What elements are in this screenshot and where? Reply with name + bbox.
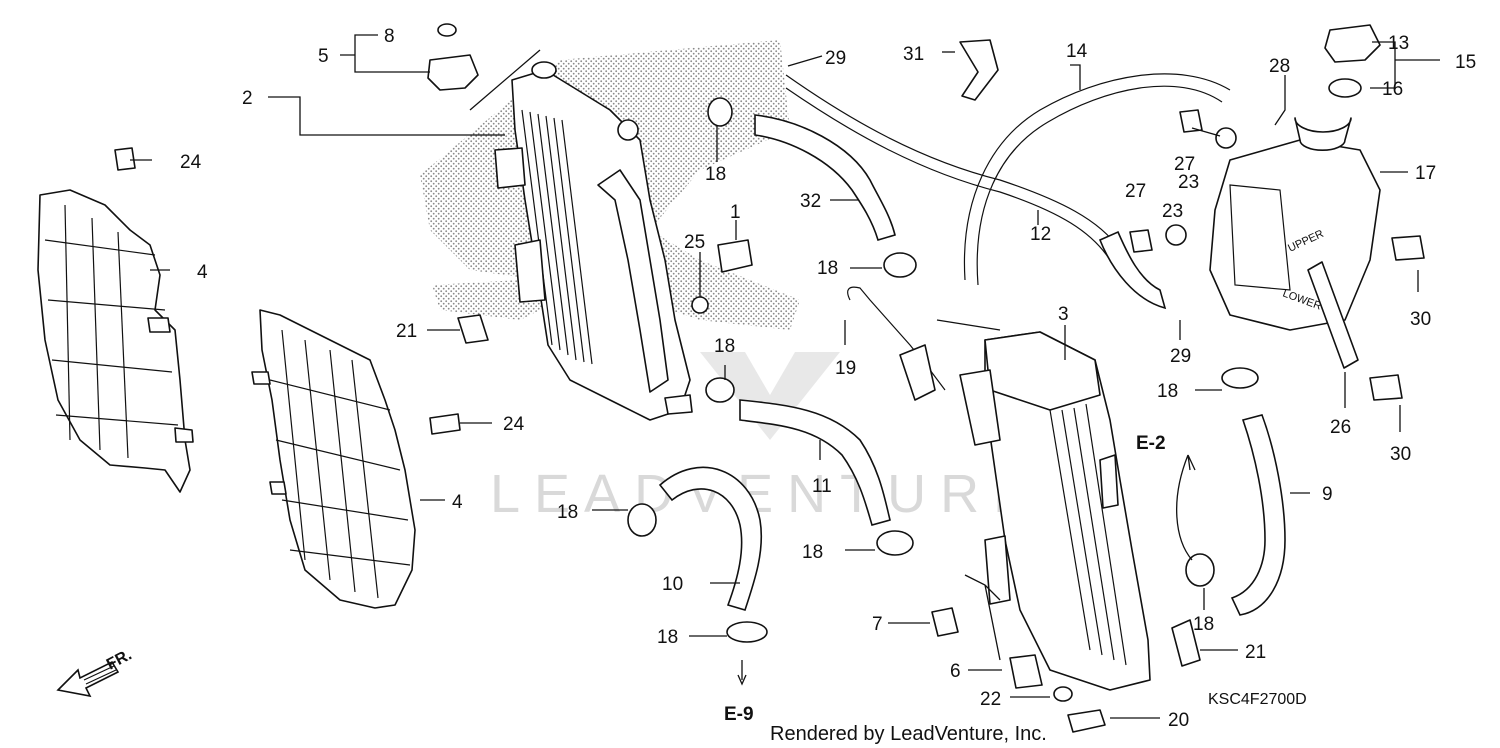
part-label-13: 13 <box>1388 33 1409 54</box>
part-label-23-upper: 23 <box>1178 172 1199 193</box>
radiator-left[interactable] <box>494 61 693 421</box>
radiator-shroud-right[interactable] <box>251 309 416 609</box>
grommet-23-lower[interactable] <box>1165 224 1187 246</box>
grommet-23-upper[interactable] <box>1215 127 1237 149</box>
nut-27-upper[interactable] <box>1179 109 1203 133</box>
credit-text: Rendered by LeadVenture, Inc. <box>770 723 1047 745</box>
diagram-code: KSC4F2700D <box>1208 691 1307 708</box>
part-label-26: 26 <box>1330 417 1351 438</box>
hose-12[interactable] <box>1098 230 1167 310</box>
bolt-20[interactable] <box>1067 709 1106 733</box>
part-label-9: 9 <box>1322 484 1333 505</box>
part-label-18: 18 <box>657 627 678 648</box>
part-label-20: 20 <box>1168 710 1189 731</box>
part-label-18: 18 <box>714 336 735 357</box>
bracket-26[interactable] <box>1307 261 1359 369</box>
part-label-21-left: 21 <box>396 321 417 342</box>
part-label-4-upper: 4 <box>197 262 208 283</box>
part-label-17: 17 <box>1415 163 1436 184</box>
hose-11[interactable] <box>739 399 891 526</box>
part-label-8: 8 <box>384 26 395 47</box>
part-label-18: 18 <box>1193 614 1214 635</box>
part-label-12: 12 <box>1030 224 1051 245</box>
part-label-30-lower: 30 <box>1390 444 1411 465</box>
hose-clamp[interactable] <box>707 97 733 127</box>
radiator-shroud-left[interactable] <box>37 189 194 493</box>
part-label-11: 11 <box>812 476 832 497</box>
hose-clamp[interactable] <box>883 252 917 278</box>
reserve-tank[interactable]: UPPER LOWER <box>1209 117 1381 331</box>
hose-clamp[interactable] <box>1221 367 1259 389</box>
part-label-18: 18 <box>705 164 726 185</box>
part-label-16: 16 <box>1382 79 1403 100</box>
clip-21-right[interactable] <box>1171 619 1201 667</box>
part-label-24-lower: 24 <box>503 414 525 435</box>
part-label-5: 5 <box>318 46 329 67</box>
hose-clamp[interactable] <box>627 503 657 537</box>
part-label-3: 3 <box>1058 304 1069 325</box>
grommet-24-lower[interactable] <box>429 413 461 435</box>
part-label-18: 18 <box>557 502 578 523</box>
collar-6[interactable] <box>1009 654 1043 689</box>
hose-32[interactable] <box>754 114 896 241</box>
hose-clamp[interactable] <box>1185 553 1215 587</box>
part-label-1: 1 <box>730 202 741 223</box>
hose-14-breather[interactable] <box>785 73 1231 286</box>
part-label-32: 32 <box>800 191 821 212</box>
part-label-23-lower: 23 <box>1162 201 1183 222</box>
part-label-29-upper: 29 <box>825 48 846 69</box>
hose-clamp[interactable] <box>876 530 914 556</box>
part-label-19: 19 <box>835 358 856 379</box>
grommet-7[interactable] <box>931 607 959 637</box>
hose-clamp[interactable] <box>726 621 768 643</box>
part-label-28: 28 <box>1269 56 1290 77</box>
bolt-30-upper[interactable] <box>1391 235 1425 261</box>
drain-bolt-1[interactable] <box>717 239 753 273</box>
part-label-10: 10 <box>662 574 683 595</box>
bolt-30-lower[interactable] <box>1369 374 1403 401</box>
part-label-4-lower: 4 <box>452 492 463 513</box>
washer-22[interactable] <box>1053 686 1073 702</box>
part-label-18: 18 <box>1157 381 1178 402</box>
part-label-30-upper: 30 <box>1410 309 1431 330</box>
cap-seal-16[interactable] <box>1328 78 1362 98</box>
part-labels: 1 2 3 4 4 5 6 7 8 9 10 11 12 13 14 15 16… <box>180 26 1476 731</box>
part-label-27-lower: 27 <box>1125 181 1146 202</box>
part-label-2: 2 <box>242 88 253 109</box>
reference-e2[interactable]: E-2 <box>1136 433 1166 454</box>
hose-10[interactable] <box>658 466 763 611</box>
grommet-24-upper[interactable] <box>114 147 136 171</box>
pipe-19[interactable] <box>847 286 946 401</box>
part-label-25: 25 <box>684 232 705 253</box>
part-label-14: 14 <box>1066 41 1088 62</box>
part-label-31: 31 <box>903 44 924 65</box>
front-arrow-icon <box>56 660 120 698</box>
part-label-29-lower: 29 <box>1170 346 1191 367</box>
watermark-text: LEADVENTURE <box>490 464 1043 524</box>
leader-lines <box>130 34 1440 719</box>
part-label-22: 22 <box>980 689 1001 710</box>
part-label-21-right: 21 <box>1245 642 1266 663</box>
leadventure-logo-icon <box>700 352 840 440</box>
tank-cap-13[interactable] <box>1324 24 1381 63</box>
clamp-31[interactable] <box>959 39 999 101</box>
part-label-18: 18 <box>817 258 838 279</box>
radiator-cap-5[interactable] <box>427 23 479 91</box>
part-label-15: 15 <box>1455 52 1476 73</box>
part-label-24-upper: 24 <box>180 152 202 173</box>
washer-25[interactable] <box>691 296 709 314</box>
radiator-right[interactable] <box>959 331 1151 691</box>
nut-27-lower[interactable] <box>1129 229 1153 253</box>
hose-clamp[interactable] <box>705 377 735 403</box>
reference-e9[interactable]: E-9 <box>724 704 754 725</box>
clip-21-left[interactable] <box>457 314 489 344</box>
part-label-18: 18 <box>802 542 823 563</box>
hose-9[interactable] <box>1230 414 1286 616</box>
part-label-27-upper: 27 <box>1174 154 1195 175</box>
part-label-6: 6 <box>950 661 961 682</box>
part-label-7: 7 <box>872 614 883 635</box>
